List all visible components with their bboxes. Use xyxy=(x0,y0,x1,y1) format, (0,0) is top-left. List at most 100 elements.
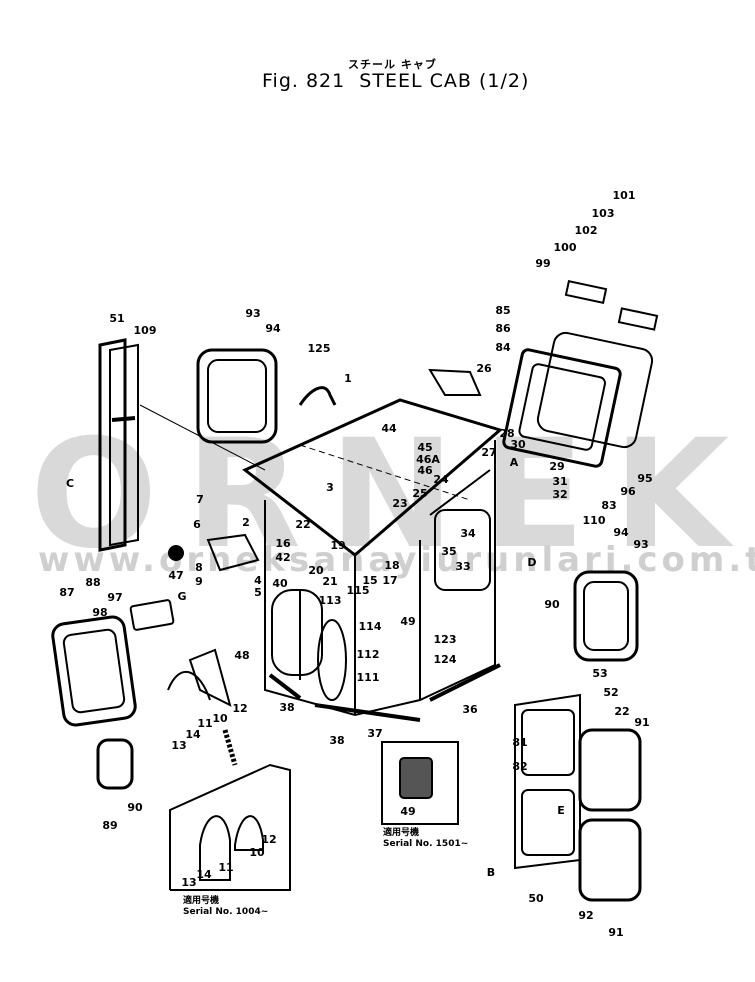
part-callout-label: 37 xyxy=(367,727,382,740)
subtitle-japanese: スチール キャブ xyxy=(348,58,437,71)
part-callout-label: 19 xyxy=(330,539,345,552)
part-callout-label: 11 xyxy=(197,717,212,730)
part-callout-label: 49 xyxy=(400,805,415,818)
part-callout-label: 1 xyxy=(344,372,352,385)
left-door-panel xyxy=(98,338,139,552)
applicable-label: 適用号機 xyxy=(183,896,220,906)
part-callout-label: 25 xyxy=(412,487,427,500)
part-callout-label: 96 xyxy=(620,485,636,498)
part-callout-label: 13 xyxy=(171,739,186,752)
part-callout-label: C xyxy=(66,477,74,490)
part-callout-label: 12 xyxy=(261,833,276,846)
part-callout-label: 24 xyxy=(433,473,449,486)
part-callout-label: 28 xyxy=(499,427,514,440)
part-callout-label: 90 xyxy=(127,801,143,814)
part-callout-label: 10 xyxy=(212,712,228,725)
part-callout-label: 18 xyxy=(384,559,399,572)
part-callout-label: 22 xyxy=(295,518,310,531)
part-callout-label: 16 xyxy=(275,537,291,550)
part-callout-label: 113 xyxy=(319,594,342,607)
part-callout-label: G xyxy=(177,590,186,603)
part-callout-label: 13 xyxy=(181,876,196,889)
cab-body xyxy=(139,398,504,722)
part-callout-label: 91 xyxy=(634,716,649,729)
serial-number: Serial No. 1004~ xyxy=(183,907,269,917)
part-callout-label: 103 xyxy=(592,207,615,220)
part-callout-label: 82 xyxy=(512,760,527,773)
part-callout-label: 97 xyxy=(107,591,122,604)
part-callout-label: 15 xyxy=(362,574,377,587)
part-callout-label: 26 xyxy=(476,362,492,375)
part-callout-label: 32 xyxy=(552,488,567,501)
part-callout-label: 35 xyxy=(441,545,456,558)
part-callout-label: 50 xyxy=(528,892,544,905)
part-callout-label: 11 xyxy=(218,861,233,874)
part-callout-label: 33 xyxy=(455,560,470,573)
part-callout-label: 91 xyxy=(608,926,623,939)
part-callout-label: 100 xyxy=(554,241,577,254)
watermark-url: www.orneksanayiurunlari.com.tr xyxy=(38,540,755,580)
part-callout-label: 81 xyxy=(512,736,527,749)
part-callout-label: 52 xyxy=(603,686,618,699)
applicable-label: 適用号機 xyxy=(383,828,420,838)
part-callout-label: 48 xyxy=(234,649,249,662)
part-callout-label: 44 xyxy=(381,422,397,435)
part-callout-label: 45 xyxy=(417,441,432,454)
part-callout-label: 42 xyxy=(275,551,290,564)
part-callout-label: 38 xyxy=(329,734,344,747)
part-callout-label: 7 xyxy=(196,493,204,506)
part-callout-label: 110 xyxy=(583,514,606,527)
part-callout-label: B xyxy=(487,866,495,879)
part-callout-label: 14 xyxy=(196,868,212,881)
part-callout-label: 85 xyxy=(495,304,510,317)
part-callout-label: 86 xyxy=(495,322,511,335)
serial-number: Serial No. 1501~ xyxy=(383,839,469,849)
part-callout-label: 98 xyxy=(92,606,107,619)
rear-door xyxy=(514,693,581,870)
part-callout-label: 5 xyxy=(254,586,262,599)
part-callout-label: 124 xyxy=(434,653,457,666)
part-callout-label: 84 xyxy=(495,341,511,354)
part-callout-label: 47 xyxy=(168,569,183,582)
part-callout-label: 8 xyxy=(195,561,203,574)
part-callout-label: 36 xyxy=(462,703,478,716)
part-callout-label: 112 xyxy=(357,648,380,661)
part-callout-label: A xyxy=(510,456,519,469)
part-callout-label: 114 xyxy=(359,620,382,633)
part-callout-label: 40 xyxy=(272,577,288,590)
part-callout-label: 14 xyxy=(185,728,201,741)
part-callout-label: 53 xyxy=(592,667,607,680)
inset-box-serial-1004 xyxy=(169,763,291,891)
misc-parts xyxy=(167,368,482,881)
part-callout-label: 46 xyxy=(417,464,433,477)
part-callout-label: 83 xyxy=(601,499,616,512)
part-callout-label: 109 xyxy=(134,324,157,337)
part-callout-label: 125 xyxy=(308,342,331,355)
figure-title: Fig. 821 STEEL CAB (1/2) xyxy=(262,70,530,92)
part-callout-label: 29 xyxy=(549,460,564,473)
part-callout-label: 111 xyxy=(357,671,380,684)
part-callout-label: 93 xyxy=(633,538,648,551)
part-callout-label: 95 xyxy=(637,472,652,485)
part-callout-label: 92 xyxy=(578,909,593,922)
part-callout-label: 3 xyxy=(326,481,334,494)
part-callout-label: 27 xyxy=(481,446,496,459)
part-callout-label: 51 xyxy=(109,312,124,325)
part-callout-label: 17 xyxy=(382,574,397,587)
part-callout-label: 88 xyxy=(85,576,100,589)
part-callout-label: 99 xyxy=(535,257,550,270)
part-callout-label: 89 xyxy=(102,819,117,832)
inset-note-2: 適用号機 Serial No. 1501~ xyxy=(383,828,468,850)
part-callout-label: 93 xyxy=(245,307,260,320)
part-callout-label: 23 xyxy=(392,497,407,510)
part-callout-label: 6 xyxy=(193,518,201,531)
part-callout-label: 102 xyxy=(575,224,598,237)
part-callout-label: E xyxy=(557,804,565,817)
part-callout-label: 22 xyxy=(614,705,629,718)
part-callout-label: 38 xyxy=(279,701,294,714)
part-callout-label: 34 xyxy=(460,527,476,540)
part-callout-label: 21 xyxy=(322,575,337,588)
part-callout-label: 90 xyxy=(544,598,560,611)
